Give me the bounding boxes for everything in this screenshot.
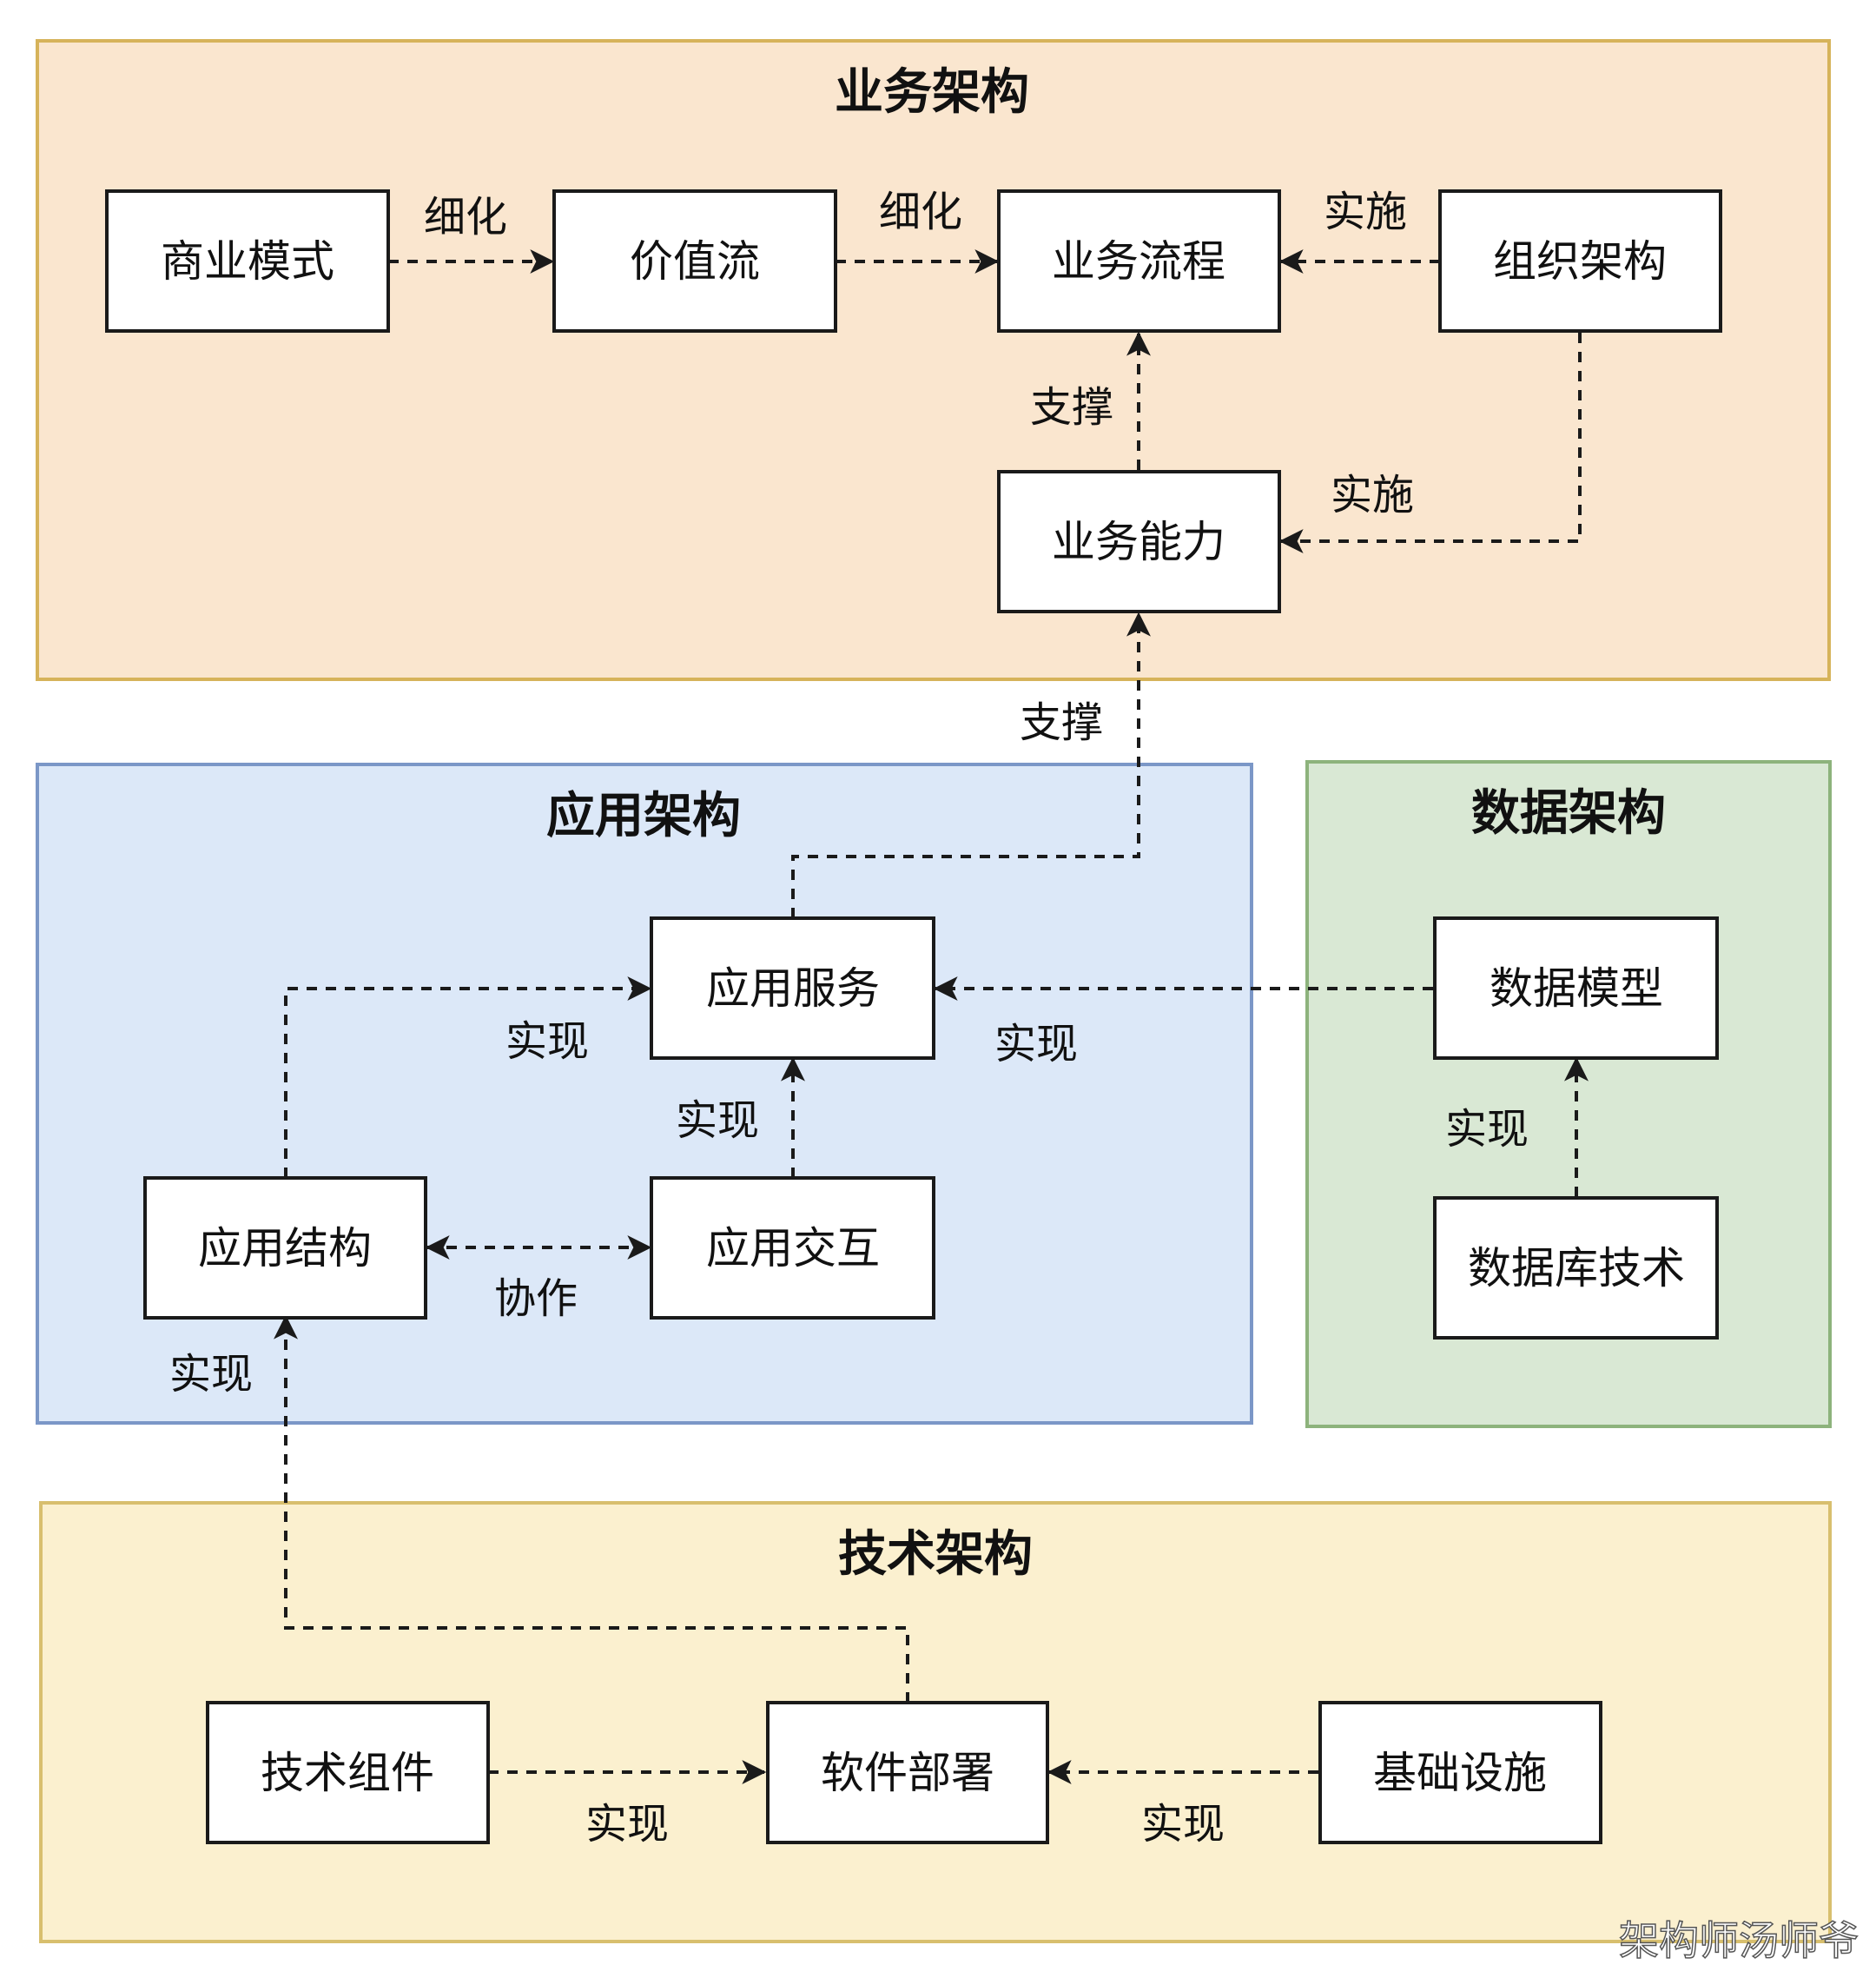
edge-label-structure-to-service: 实现: [505, 1017, 589, 1066]
edge-label-org-to-process: 实施: [1324, 188, 1407, 236]
edge-org-to-capability: [1278, 333, 1582, 553]
node-software-deploy-label: 软件部署: [821, 1748, 994, 1798]
edge-label-model-to-value: 细化: [424, 193, 507, 241]
node-data-model: 数据模型: [1433, 916, 1719, 1060]
edge-label-capability-to-process: 支撑: [1030, 383, 1113, 432]
watermark-text: 架构师汤师爷: [1619, 1917, 1859, 1964]
technology-architecture-title: 技术架构: [838, 1526, 1033, 1583]
node-org-structure-label: 组织架构: [1493, 236, 1667, 287]
edge-label-component-to-deploy: 实现: [585, 1800, 669, 1849]
node-tech-component: 技术组件: [206, 1701, 490, 1844]
node-business-process: 业务流程: [997, 189, 1281, 333]
node-app-structure-label: 应用结构: [198, 1223, 372, 1273]
edge-label-appservice-to-capability: 支撑: [1020, 698, 1103, 747]
node-infrastructure-label: 基础设施: [1373, 1748, 1547, 1798]
application-architecture-group: [36, 763, 1253, 1425]
node-value-stream-label: 价值流: [630, 236, 760, 287]
node-database-tech: 数据库技术: [1433, 1196, 1719, 1340]
edge-deploy-to-structure: [274, 1314, 909, 1703]
node-org-structure: 组织架构: [1438, 189, 1722, 333]
edge-label-structure-interaction: 协作: [494, 1274, 578, 1323]
node-database-tech-label: 数据库技术: [1468, 1243, 1685, 1293]
node-business-process-label: 业务流程: [1052, 236, 1225, 287]
edge-appservice-to-capability: [791, 612, 1151, 918]
edge-label-deploy-to-structure: 实现: [169, 1350, 253, 1399]
node-business-model-label: 商业模式: [161, 236, 334, 287]
node-data-model-label: 数据模型: [1490, 963, 1663, 1014]
business-architecture-title: 业务架构: [835, 64, 1029, 121]
node-app-interaction: 应用交互: [650, 1176, 935, 1320]
edge-label-value-to-process: 细化: [879, 188, 962, 236]
business-architecture-group: [36, 39, 1831, 681]
node-tech-component-label: 技术组件: [261, 1748, 434, 1798]
node-app-structure: 应用结构: [143, 1176, 427, 1320]
node-business-capability: 业务能力: [997, 470, 1281, 613]
node-software-deploy: 软件部署: [766, 1701, 1049, 1844]
node-app-service-label: 应用服务: [706, 963, 880, 1014]
edge-label-org-to-capability: 实施: [1331, 471, 1414, 519]
node-infrastructure: 基础设施: [1318, 1701, 1602, 1844]
edge-label-interaction-to-service: 实现: [676, 1096, 759, 1145]
edge-label-dbtech-to-datamodel: 实现: [1445, 1105, 1529, 1154]
data-architecture-title: 数据架构: [1471, 785, 1666, 842]
node-app-service: 应用服务: [650, 916, 935, 1060]
node-app-interaction-label: 应用交互: [706, 1223, 880, 1273]
edge-label-datamodel-to-service: 实现: [994, 1020, 1078, 1068]
edge-structure-to-service: [284, 976, 652, 1178]
node-business-capability-label: 业务能力: [1052, 517, 1225, 567]
edge-label-infra-to-deploy: 实现: [1141, 1800, 1225, 1849]
application-architecture-title: 应用架构: [546, 788, 741, 844]
node-value-stream: 价值流: [552, 189, 837, 333]
node-business-model: 商业模式: [105, 189, 390, 333]
